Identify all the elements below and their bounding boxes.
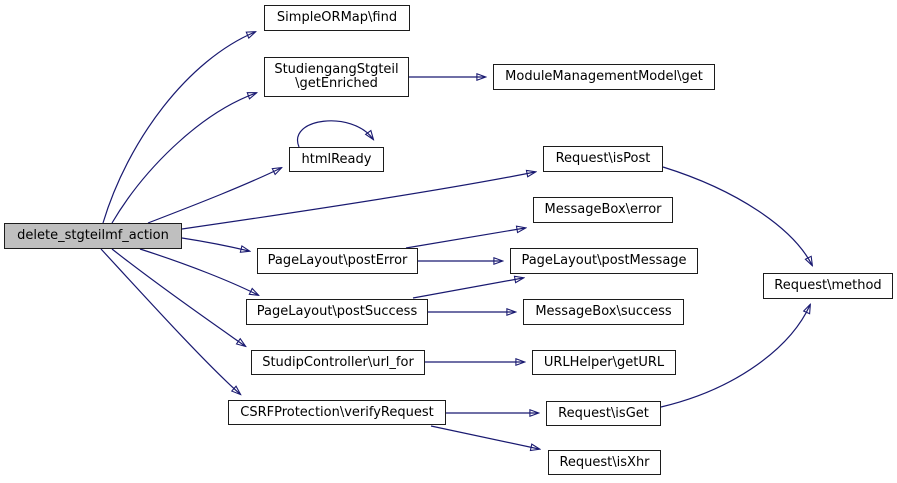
edge-main-to-request-ispost [181, 172, 535, 230]
node-studipcontroller-url-for[interactable]: StudipController\url_for [251, 350, 425, 375]
node-request-isxhr[interactable]: Request\isXhr [548, 450, 661, 475]
edge-main-to-htmlready [147, 168, 281, 224]
node-delete-stgteilmf-action: delete_stgteilmf_action [4, 223, 182, 249]
edge-htmlready-self-loop [296, 120, 373, 148]
node-request-method[interactable]: Request\method [763, 273, 893, 299]
node-messagebox-error[interactable]: MessageBox\error [533, 197, 673, 223]
node-pagelayout-posterror[interactable]: PageLayout\postError [257, 248, 418, 274]
node-messagebox-success[interactable]: MessageBox\success [523, 299, 684, 325]
edge-main-to-simpleormap-find [102, 32, 255, 224]
edge-posterror-to-messagebox-error [405, 228, 525, 249]
node-modulemanagementmodel-get[interactable]: ModuleManagementModel\get [493, 64, 715, 90]
node-request-ispost[interactable]: Request\isPost [543, 146, 663, 172]
node-request-isget[interactable]: Request\isGet [546, 401, 661, 426]
node-label-line2: \getEnriched [295, 76, 378, 91]
node-label-line1: StudiengangStgteil [274, 62, 399, 77]
edge-main-to-pagelayout-postsuccess [139, 248, 258, 295]
edge-request-ispost-to-request-method [662, 166, 812, 265]
edge-postsuccess-to-postmessage [412, 278, 523, 299]
node-csrfprotection-verifyrequest[interactable]: CSRFProtection\verifyRequest [228, 400, 446, 425]
edge-verifyrequest-to-request-isxhr [430, 425, 539, 449]
node-pagelayout-postmessage[interactable]: PageLayout\postMessage [510, 248, 698, 274]
node-studiengangstgteil-getenriched[interactable]: StudiengangStgteil \getEnriched [264, 57, 409, 97]
node-pagelayout-postsuccess[interactable]: PageLayout\postSuccess [246, 299, 428, 325]
node-urlhelper-geturl[interactable]: URLHelper\getURL [532, 350, 676, 375]
edge-main-to-csrfprotection-verifyrequest [100, 248, 240, 394]
edge-main-to-pagelayout-posterror [181, 237, 249, 251]
edge-request-isget-to-request-method [660, 305, 810, 408]
edge-main-to-studiengangstgteil-getenriched [111, 93, 256, 224]
node-simpleormap-find[interactable]: SimpleORMap\find [264, 5, 410, 31]
node-htmlready[interactable]: htmlReady [289, 147, 384, 172]
edge-main-to-studipcontroller-url-for [111, 248, 245, 346]
